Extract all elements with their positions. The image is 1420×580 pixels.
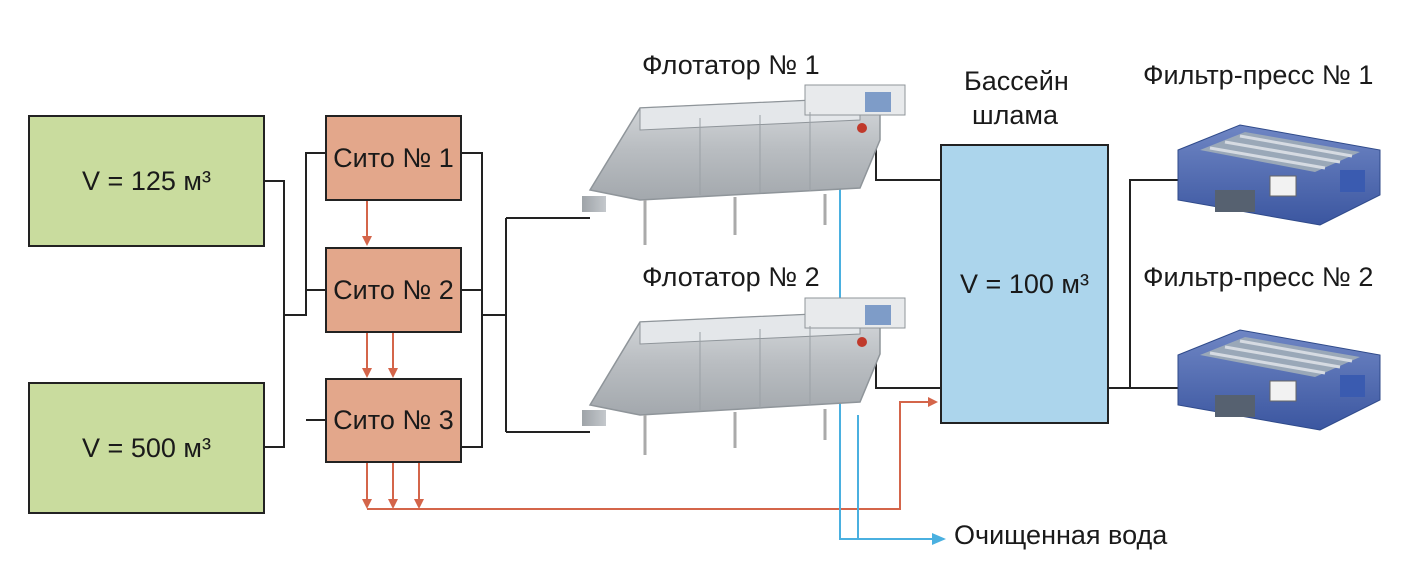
filter-press-1-label: Фильтр-пресс № 1	[1143, 60, 1374, 90]
flotator-2-label: Флотатор № 2	[642, 262, 820, 292]
tank-125: V = 125 м³	[28, 115, 265, 247]
clean-water-lines	[839, 175, 946, 545]
flotator-1-label: Флотатор № 1	[642, 50, 820, 80]
sieve-2-label: Сито № 2	[333, 274, 454, 305]
flotator-1-image	[582, 84, 906, 245]
sludge-pool: V = 100 м³	[940, 144, 1109, 424]
sieve-1-label: Сито № 1	[333, 142, 454, 173]
sludge-pool-title-line2: шлама	[972, 100, 1059, 130]
clean-water-label: Очищенная вода	[954, 520, 1168, 550]
filter-press-2-label: Фильтр-пресс № 2	[1143, 262, 1374, 292]
sieve-2: Сито № 2	[325, 247, 462, 333]
sieve-3: Сито № 3	[325, 378, 462, 463]
flotator-2-image	[582, 297, 906, 455]
sieve-3-label: Сито № 3	[333, 405, 454, 435]
filter-press-2-image	[1177, 329, 1381, 431]
sludge-pool-title-line1: Бассейн	[964, 66, 1069, 96]
tank-500: V = 500 м³	[28, 382, 265, 514]
sludge-pool-volume: V = 100 м³	[960, 268, 1089, 299]
sieve-1: Сито № 1	[325, 115, 462, 201]
sludge-lines	[362, 200, 938, 510]
tank-125-label: V = 125 м³	[82, 165, 211, 196]
filter-press-1-image	[1177, 124, 1381, 226]
tank-500-label: V = 500 м³	[82, 432, 211, 463]
